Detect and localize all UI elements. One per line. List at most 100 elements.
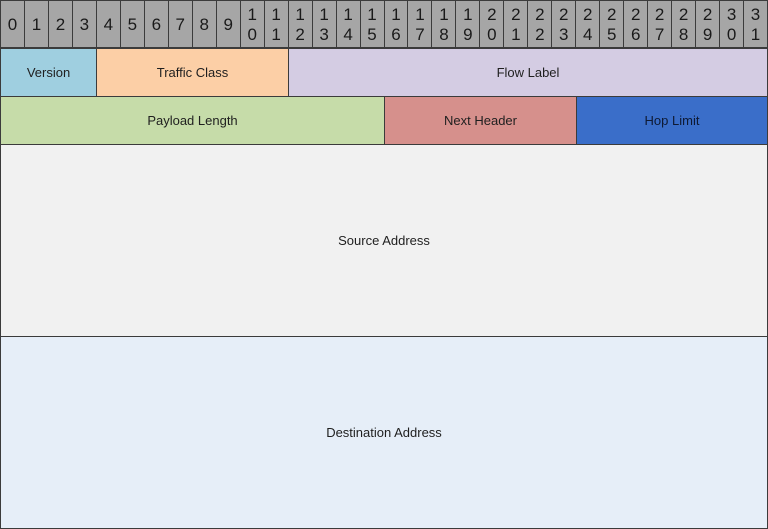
payload-length-label: Payload Length xyxy=(147,113,238,128)
bit-index-label: 8 xyxy=(199,14,209,34)
bit-index-digit: 3 xyxy=(726,4,737,24)
bit-index-digit: 2 xyxy=(678,4,689,24)
bit-index-digit: 1 xyxy=(511,24,521,44)
bit-index-digit: 1 xyxy=(295,4,305,24)
bit-index-digit: 2 xyxy=(654,4,665,24)
bit-index-digit: 9 xyxy=(702,24,713,44)
bit-index-digit: 1 xyxy=(247,4,257,24)
bit-index-cell: 0 xyxy=(0,0,24,48)
bit-index-cell: 9 xyxy=(215,0,240,48)
bit-index-digit: 2 xyxy=(559,4,569,24)
bit-index-cell: 3 xyxy=(71,0,96,48)
hop-limit-field: Hop Limit xyxy=(576,96,768,145)
bit-index-label: 0 xyxy=(7,14,18,34)
hop-limit-label: Hop Limit xyxy=(644,113,700,128)
destination-address-field: Destination Address xyxy=(0,336,768,529)
bit-index-label: 4 xyxy=(103,14,114,34)
flow-label-label: Flow Label xyxy=(496,65,560,80)
bit-index-digit: 2 xyxy=(630,4,641,24)
payload-length-field: Payload Length xyxy=(0,96,385,145)
bit-index-digit: 1 xyxy=(319,4,329,24)
bit-index-digit: 1 xyxy=(271,24,281,44)
bit-index-digit: 2 xyxy=(535,4,545,24)
bit-index-digit: 4 xyxy=(343,24,353,44)
traffic-class-label: Traffic Class xyxy=(156,65,229,80)
bit-index-digit: 0 xyxy=(487,24,497,44)
bit-index-digit: 8 xyxy=(439,24,449,44)
bit-index-digit: 8 xyxy=(678,24,689,44)
bit-index-digit: 1 xyxy=(343,4,353,24)
bit-index-label: 1 xyxy=(31,14,42,34)
bit-index-digit: 2 xyxy=(295,24,305,44)
bit-index-digit: 3 xyxy=(559,24,569,44)
bit-index-digit: 2 xyxy=(583,4,593,24)
bit-index-digit: 2 xyxy=(606,4,617,24)
destination-address-label: Destination Address xyxy=(326,425,442,440)
bit-index-digit: 6 xyxy=(391,24,401,44)
bit-index-digit: 1 xyxy=(750,24,761,44)
bit-index-digit: 7 xyxy=(654,24,665,44)
bit-index-digit: 1 xyxy=(271,4,281,24)
bit-index-digit: 3 xyxy=(750,4,761,24)
bit-index-digit: 0 xyxy=(726,24,737,44)
bit-index-digit: 6 xyxy=(630,24,641,44)
version-field: Version xyxy=(0,48,97,97)
bit-index-digit: 1 xyxy=(415,4,425,24)
bit-index-label: 9 xyxy=(223,14,233,34)
bit-index-digit: 4 xyxy=(583,24,593,44)
next-header-label: Next Header xyxy=(444,113,517,128)
flow-label-field: Flow Label xyxy=(288,48,768,97)
bit-index-label: 2 xyxy=(55,14,66,34)
version-label: Version xyxy=(26,65,71,80)
bit-index-cell: 4 xyxy=(95,0,120,48)
source-address-field: Source Address xyxy=(0,144,768,337)
bit-index-digit: 2 xyxy=(535,24,545,44)
bit-index-cell: 7 xyxy=(167,0,192,48)
bit-index-digit: 7 xyxy=(415,24,425,44)
bit-index-cell: 2 xyxy=(47,0,72,48)
bit-index-digit: 2 xyxy=(511,4,521,24)
bit-index-cell: 5 xyxy=(119,0,144,48)
bit-index-cell: 8 xyxy=(191,0,216,48)
bit-index-label: 3 xyxy=(79,14,90,34)
traffic-class-field: Traffic Class xyxy=(96,48,289,97)
bit-index-digit: 1 xyxy=(463,4,473,24)
bit-index-digit: 3 xyxy=(319,24,329,44)
bit-index-digit: 1 xyxy=(439,4,449,24)
bit-index-label: 7 xyxy=(175,14,185,34)
bit-index-digit: 9 xyxy=(463,24,473,44)
next-header-field: Next Header xyxy=(384,96,577,145)
bit-index-cell: 6 xyxy=(143,0,168,48)
bit-index-digit: 2 xyxy=(487,4,497,24)
bit-index-label: 5 xyxy=(127,14,138,34)
source-address-label: Source Address xyxy=(338,233,430,248)
bit-index-digit: 0 xyxy=(247,24,257,44)
bit-index-cell: 1 xyxy=(23,0,48,48)
bit-index-digit: 1 xyxy=(391,4,401,24)
bit-index-digit: 2 xyxy=(702,4,713,24)
bit-index-digit: 1 xyxy=(367,4,377,24)
bit-index-digit: 5 xyxy=(367,24,377,44)
bit-index-label: 6 xyxy=(151,14,162,34)
